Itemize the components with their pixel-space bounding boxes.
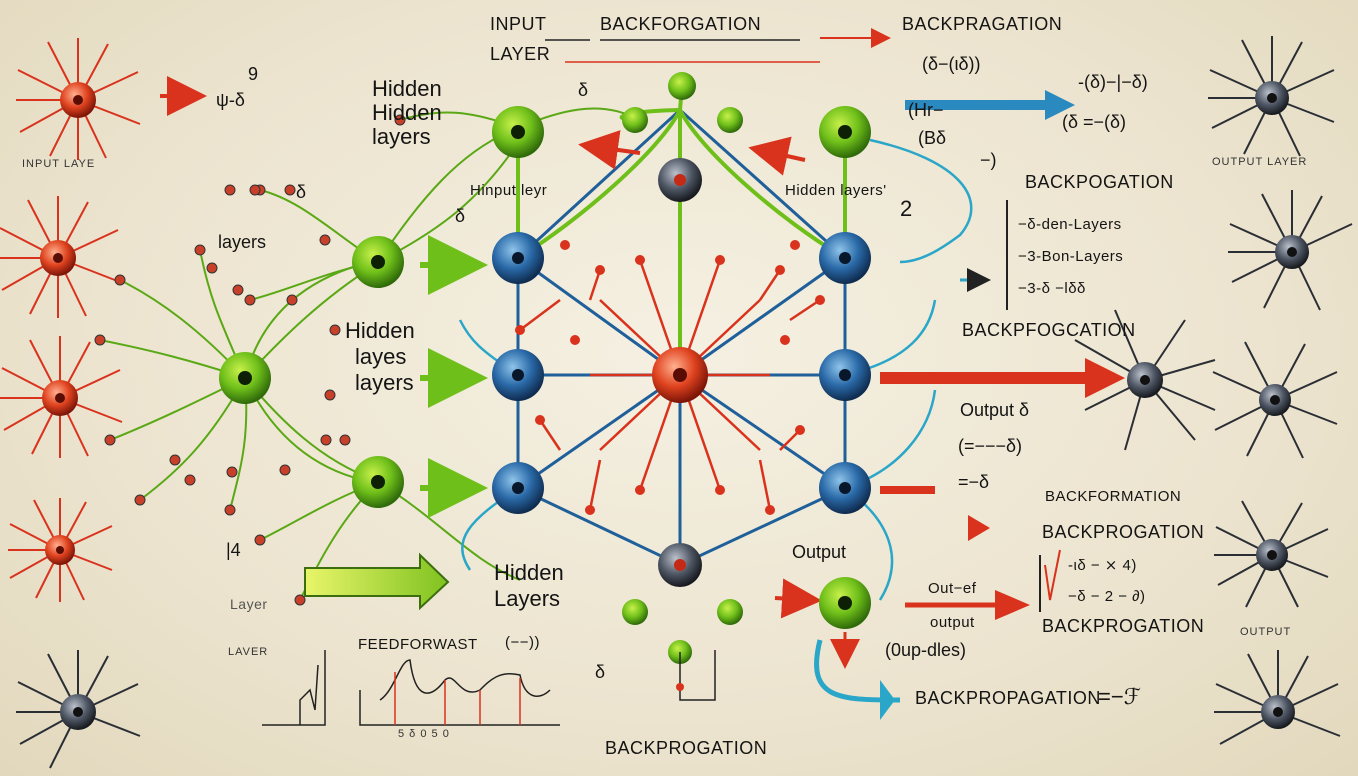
label-backpogation-1: BACKPOGATION — [1025, 172, 1174, 192]
formula-left: ψ-δ — [216, 90, 245, 110]
green-neuron-e — [352, 456, 404, 508]
label-backpropagation-bottom: BACKPROPAGATION — [915, 688, 1101, 708]
arrow-top-right-head — [1045, 90, 1075, 120]
green-top-branches — [516, 85, 847, 375]
label-hinput-leyr: Hinput leyr — [470, 182, 548, 199]
label-output-6: Output δ — [960, 400, 1030, 420]
formula-left-mid-2: (Bδ — [918, 128, 947, 148]
formula-sq-1: -ιδ − ⨯ 4) — [1068, 557, 1137, 574]
label-mid-layers: layers — [355, 370, 414, 395]
formula-top: (δ−(ιδ)) — [922, 54, 981, 74]
green-neuron-c — [352, 236, 404, 288]
label-layers-bottom: Layers — [494, 586, 561, 611]
formula-left-mid: (Hr− — [908, 100, 944, 120]
dark-neuron-top — [658, 158, 702, 202]
red-center-spikes — [519, 259, 821, 511]
label-out-ef: Out−ef — [928, 580, 977, 597]
bracket-right — [1039, 549, 1061, 612]
red-axon-dots — [515, 240, 825, 515]
label-output-des-2: (0up-dles) — [885, 640, 967, 660]
paren-close: −) — [980, 150, 997, 170]
green-terminal-dots — [94, 114, 406, 606]
label-output-layer-top: OUTPUT LAYER — [1212, 156, 1308, 168]
label-six-mid: δ — [455, 206, 466, 226]
label-hidden-2: Hidden — [372, 100, 442, 125]
dark-neuron-bottom — [658, 543, 702, 587]
green-neuron-bottom-right — [717, 599, 743, 625]
green-neuron-top-center — [668, 72, 696, 100]
feedforward-sketch — [262, 650, 560, 726]
label-mid-layes: layes — [355, 344, 407, 369]
green-neuron-b — [819, 106, 871, 158]
label-hidden-layers: layers — [372, 124, 431, 149]
label-output-right: OUTPUT — [1240, 626, 1292, 638]
label-backforgation: BACKFORGATION — [600, 14, 762, 34]
arrow-output-head — [1085, 358, 1125, 398]
label-backformation: BACKFORMATION — [1045, 488, 1182, 505]
green-neuron-bottom-left — [622, 599, 648, 625]
label-input-laye: INPUT LAYE — [22, 158, 96, 170]
blue-neuron-l2 — [492, 349, 544, 401]
label-hidden-bottom: Hidden — [494, 560, 564, 585]
formula-feed: (−−)) — [505, 634, 541, 651]
label-six-left: δ — [296, 182, 307, 202]
formula-right-2: (δ =−(δ) — [1062, 112, 1127, 132]
label-den-layers-1: −δ-den-Layers — [1018, 216, 1122, 233]
label-output-des: output — [930, 614, 975, 631]
label-laver: LAVER — [228, 646, 269, 658]
bottom-left-dark-neuron — [16, 650, 141, 769]
bottom-axon — [676, 650, 716, 701]
label-backpragation: BACKPRAGATION — [902, 14, 1063, 34]
formula-output-2: =−δ — [958, 472, 990, 492]
arrow-top-mid-right — [748, 136, 806, 176]
label-backpfogcation: BACKPFOGCATION — [962, 320, 1136, 340]
green-neuron-a — [492, 106, 544, 158]
label-backprogation-bottom: BACKPROGATION — [605, 738, 768, 758]
label-layer-small: Layer — [230, 596, 268, 612]
formula-output: (=−−−δ) — [958, 436, 1023, 456]
blue-neuron-r2 — [819, 349, 871, 401]
arrows — [160, 28, 1125, 720]
green-neuron-d — [219, 352, 271, 404]
green-neuron-top-right — [717, 107, 743, 133]
left-red-neurons — [0, 38, 141, 602]
label-den-layers-2: −3-Bon-Layers — [1018, 248, 1124, 265]
label-mid-hidden: Hidden — [345, 318, 415, 343]
feedforward-arrow — [304, 552, 450, 611]
blue-neuron-r1 — [819, 232, 871, 284]
label-backprogation-3: BACKPROGATION — [1042, 616, 1205, 636]
right-dark-neurons — [1074, 36, 1353, 745]
label-two: 2 — [900, 196, 913, 221]
blue-neuron-l3 — [492, 462, 544, 514]
green-neuron-output — [819, 577, 871, 629]
formula-bottom: =−ℱ — [1098, 684, 1141, 709]
label-layers-left: layers — [218, 232, 267, 252]
label-hidden-layers-quote: Hidden layers' — [785, 182, 887, 199]
red-neuron-center — [652, 347, 708, 403]
formula-left-2: 9 — [248, 64, 259, 84]
blue-neuron-l1 — [492, 232, 544, 284]
label-output-mid: Output — [792, 542, 847, 562]
axis-ticks: 5 δ 0 5 0 — [398, 728, 450, 740]
right-dark-somas — [1127, 81, 1309, 729]
left-red-somas — [40, 82, 96, 565]
arrow-top-mid-left — [578, 130, 641, 170]
label-input: INPUT — [490, 14, 547, 34]
label-six-top: δ — [578, 80, 589, 100]
blue-neuron-r3 — [819, 462, 871, 514]
formula-sq-2: −δ − 2 − ∂) — [1068, 588, 1146, 605]
formula-right-1: -(δ)−|−δ) — [1078, 72, 1148, 92]
label-feedforwast: FEEDFORWAST — [358, 636, 478, 653]
label-six-bottom: δ — [595, 662, 606, 682]
label-hidden-1: Hidden — [372, 76, 442, 101]
label-layer: LAYER — [490, 44, 551, 64]
label-den-layers-3: −3-δ −lδδ — [1018, 280, 1086, 297]
label-fourteen: |4 — [226, 540, 241, 560]
green-neuron-top-left — [622, 107, 648, 133]
label-backprogation-2: BACKPROGATION — [1042, 522, 1205, 542]
network-neurons — [219, 72, 871, 664]
